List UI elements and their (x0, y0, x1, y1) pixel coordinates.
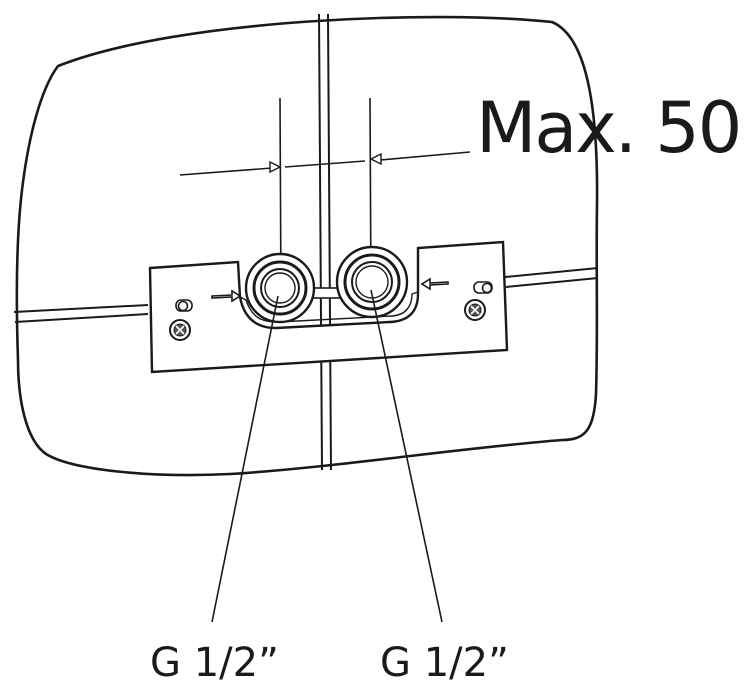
plate-inner-edge (239, 291, 419, 323)
screw-right (464, 299, 486, 321)
dimension-line-left (179, 167, 273, 176)
tile-joint-horizontal (13, 304, 149, 323)
mounting-plate (148, 240, 509, 374)
dimension-arrow-left (269, 160, 282, 174)
leader-line-left (211, 295, 279, 623)
flow-arrow (420, 277, 449, 291)
pin-left (175, 299, 193, 312)
tile-joint-vertical (318, 13, 323, 471)
dimension-arrow-right (369, 152, 382, 166)
flow-arrow (211, 289, 242, 303)
screw-left (169, 319, 191, 341)
pipe-fitting-right (335, 245, 409, 319)
dimension-line-right (379, 151, 471, 161)
tile-joint-horizontal (504, 267, 599, 288)
leader-line-right (370, 289, 443, 623)
connection-label-right: G 1/2” (380, 640, 509, 686)
pin-right (473, 281, 493, 294)
tile-joint-vertical (327, 13, 332, 471)
wall-outline (15, 15, 599, 477)
leader-lines (211, 289, 443, 623)
dimension-line-center (284, 160, 366, 168)
dimension-label: Max. 50 (476, 87, 740, 169)
connection-label-left: G 1/2” (150, 640, 279, 686)
pipe-fitting-left (244, 252, 316, 324)
tile-joints (13, 13, 599, 471)
